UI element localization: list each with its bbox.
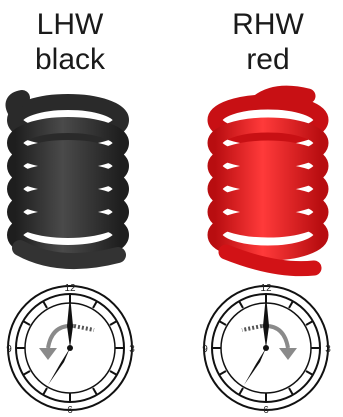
right-hand-wound-coil — [196, 80, 343, 280]
left-clock: 12 3 6 9 — [4, 282, 136, 414]
rhw-color-label: red — [203, 43, 333, 77]
left-hand-wound-coil — [0, 80, 147, 280]
lhw-color-label: black — [5, 43, 135, 77]
clock-number-9: 9 — [6, 344, 12, 355]
clock-number-9: 9 — [202, 344, 208, 355]
clock-number-12: 12 — [64, 283, 76, 294]
right-clock: 12 3 6 9 — [200, 282, 332, 414]
clock-number-6: 6 — [67, 405, 73, 414]
clock-number-3: 3 — [325, 344, 331, 355]
clock-number-3: 3 — [129, 344, 135, 355]
rhw-title: RHW — [203, 8, 333, 42]
clock-number-12: 12 — [260, 283, 272, 294]
clock-number-6: 6 — [263, 405, 269, 414]
lhw-title: LHW — [5, 8, 135, 42]
